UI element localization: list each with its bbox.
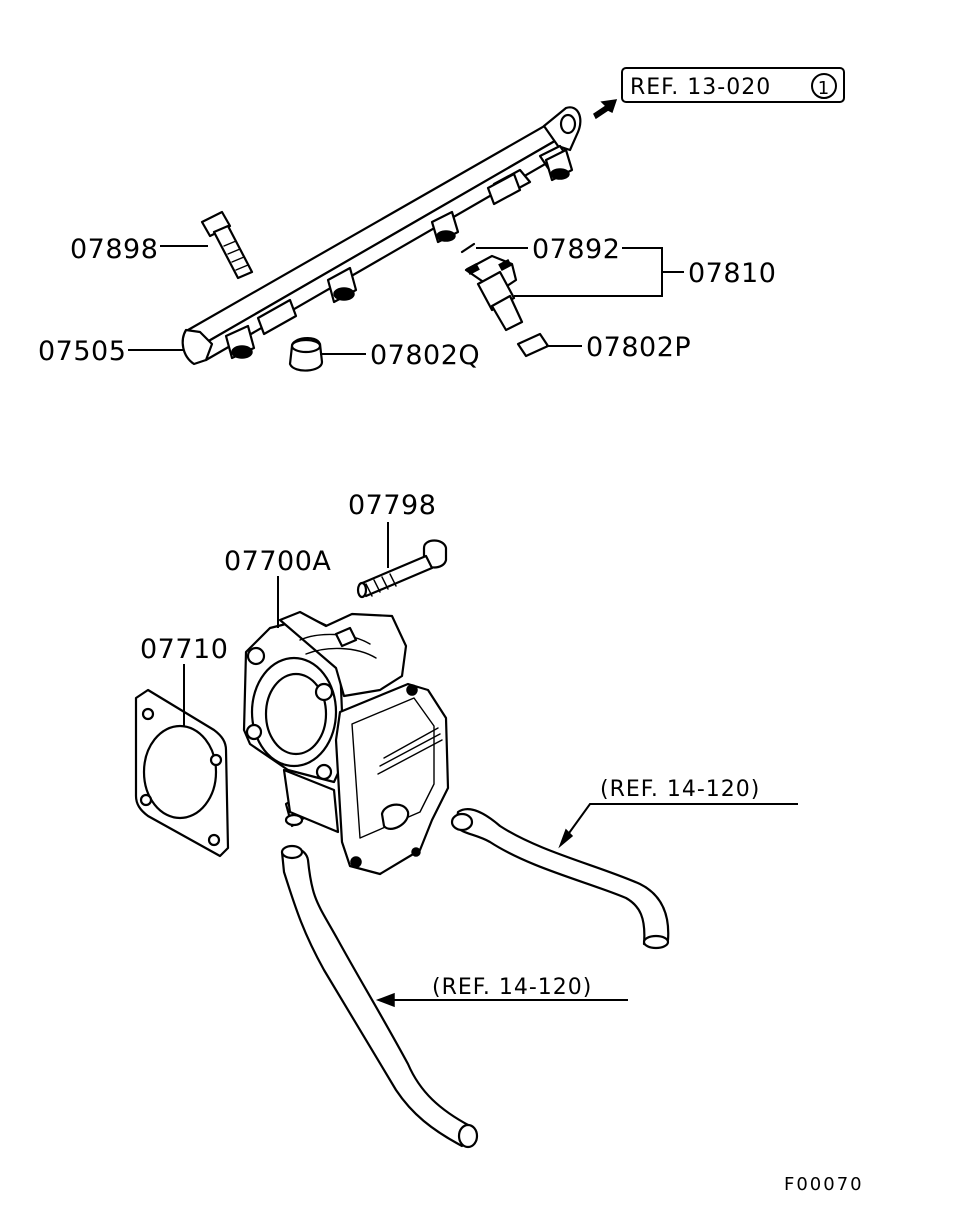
o-ring-07892 — [460, 242, 476, 254]
hose-upper — [450, 808, 670, 950]
arrowhead-upper — [558, 828, 574, 849]
ref-circle-number: 1 — [818, 78, 830, 99]
callout-07700a: 07700A — [224, 546, 331, 577]
bolt-07798 — [356, 539, 448, 599]
callout-07710: 07710 — [140, 634, 228, 665]
figure-code: F00070 — [784, 1174, 864, 1195]
injector-cup — [430, 210, 460, 244]
bolt-07898 — [200, 210, 254, 280]
hose-lower — [280, 844, 479, 1149]
fuel-rail — [181, 106, 582, 366]
ref-circle — [811, 73, 837, 99]
callout-07505: 07505 — [38, 336, 126, 367]
callout-07892: 07892 — [532, 234, 620, 265]
ref-arrow — [593, 99, 618, 120]
callout-07810: 07810 — [688, 258, 776, 289]
leader-ref-upper — [563, 803, 798, 841]
gasket-07710 — [134, 688, 230, 858]
bracket-07810 — [514, 247, 684, 297]
injector-cup — [326, 266, 358, 304]
ref-14-120-lower: (REF. 14-120) — [432, 975, 592, 1000]
callout-07798: 07798 — [348, 490, 436, 521]
ref-14-120-upper: (REF. 14-120) — [600, 777, 760, 802]
callout-07802p: 07802P — [586, 332, 691, 363]
grommet-07802q — [288, 337, 324, 372]
callout-07802q: 07802Q — [370, 340, 480, 371]
ref-13-020-box — [621, 67, 845, 103]
arrowhead-lower — [375, 992, 395, 1008]
injector-07810 — [464, 254, 524, 332]
callout-07898: 07898 — [70, 234, 158, 265]
injector-cup — [544, 148, 574, 182]
throttle-body-07700a — [242, 610, 450, 876]
injector-cup — [224, 324, 256, 360]
seal-07802p — [516, 332, 550, 358]
ref-13-020-label: REF. 13-020 — [630, 75, 771, 100]
